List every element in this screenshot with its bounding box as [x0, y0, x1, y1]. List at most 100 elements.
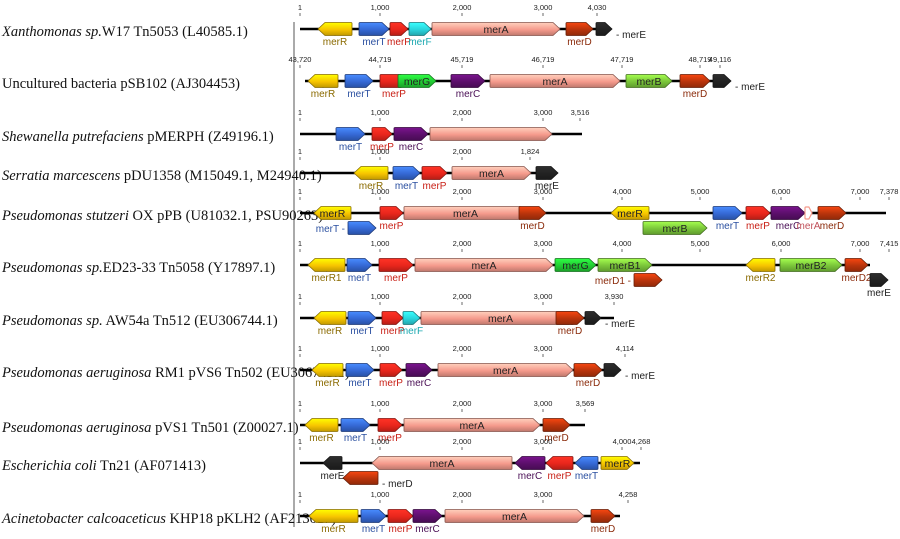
row-label-part: pDU1358 (M15049.1, M24940.1) [120, 168, 322, 184]
row-label-part: Shewanella putrefaciens [2, 129, 144, 145]
ruler-start-label: 1 [298, 3, 302, 12]
gene-label-merr: merR [617, 208, 643, 220]
gene-arrow-mere [584, 311, 602, 325]
gene-arrow-mera [429, 127, 553, 141]
gene-arrow-merd [342, 471, 379, 485]
gene-label-merr: merR [309, 433, 333, 444]
gene-arrow-merp [545, 456, 574, 470]
ruler-tick-label: 2,000 [453, 344, 472, 353]
ruler-tick-label: 3,000 [534, 3, 553, 12]
gene-label-mert: merT [348, 273, 371, 284]
gene-arrow-merp [379, 363, 403, 377]
operon-row: Shewanella putrefaciens pMERPH (Z49196.1… [2, 108, 589, 153]
gene-arrow-mert [712, 206, 743, 220]
gene-arrow-merf [402, 311, 421, 325]
gene-label-mera: merA [453, 208, 478, 220]
gene-arrow-merb [625, 74, 673, 88]
gene-label-merp: merP [382, 89, 406, 100]
gene-label-mera: merA [493, 365, 518, 377]
gene-label-merd: merD [544, 433, 568, 444]
gene-arrow-merp [371, 127, 393, 141]
row-label-part: AW54a Tn512 (EU306744.1) [103, 313, 278, 329]
ruler-tick-label: 2,000 [453, 490, 472, 499]
row-label-part: OX pPB (U81032.1, PSU90263) [129, 208, 323, 224]
gene-label-merp: merP [370, 142, 394, 153]
ruler-tick-label: 5,000 [691, 187, 710, 196]
operon-row: Pseudomonas sp. AW54a Tn512 (EU306744.1)… [1, 292, 635, 337]
gene-label-merr: merR [320, 208, 346, 220]
gene-arrow-mert [392, 166, 421, 180]
ruler-tick-label: 4,000 [613, 187, 632, 196]
gene-arrow-merp [387, 509, 414, 523]
gene-arrow-merp [379, 206, 404, 220]
gene-arrow-merc [393, 127, 429, 141]
gene-label-mere: merE [535, 181, 559, 192]
ruler-end-label: 3,930 [605, 292, 624, 301]
gene-label-mera: merA [542, 76, 567, 88]
gene-label-merc: merC [415, 524, 439, 535]
gene-arrow-merg [397, 74, 437, 88]
gene-arrow-mera [371, 456, 513, 470]
ruler-tick-label: 1,000 [371, 344, 390, 353]
ruler-end-label: 4,268 [632, 437, 651, 446]
row-label-part: Acinetobacter calcoaceticus [1, 511, 166, 527]
gene-label-merc: merC [456, 89, 480, 100]
gene-arrow-merp [389, 22, 409, 36]
ruler-start-label: 1 [298, 490, 302, 499]
gene-arrow-mert [335, 127, 366, 141]
row-label-part: Pseudomonas sp. [1, 260, 103, 276]
row-label-part: Escherichia coli [1, 458, 97, 474]
ruler-start-label: 1 [298, 239, 302, 248]
gene-label-merd: merD [591, 524, 615, 535]
row-label-part: pVS1 Tn501 (Z00027.1) [151, 420, 298, 436]
gene-arrow-mera [444, 509, 585, 523]
ruler-tick-label: 45,719 [451, 55, 474, 64]
gene-arrow-mert [574, 456, 599, 470]
gene-label-merr: merR [321, 524, 345, 535]
gene-label-mera: merA [488, 313, 513, 325]
gene-label-mere: - merE [735, 82, 765, 93]
ruler-tick-label: 1,000 [371, 437, 390, 446]
gene-arrow-mert [340, 418, 371, 432]
gene-label-mera: merA [502, 511, 527, 523]
gene-label-merg: merG [404, 76, 430, 88]
ruler-tick-label: 7,000 [851, 187, 870, 196]
ruler-tick-label: 3,000 [534, 344, 553, 353]
ruler-tick-label: 7,000 [851, 239, 870, 248]
gene-label-merb1: merB1 [610, 260, 641, 272]
gene-arrow-merr [304, 418, 339, 432]
ruler-tick-label: 2,000 [453, 292, 472, 301]
ruler-end-label: 4,030 [588, 3, 607, 12]
row-label-part: Pseudomonas sp. [1, 313, 103, 329]
gene-label-mert: merT [575, 471, 598, 482]
gene-arrow-merc [450, 74, 486, 88]
ruler-tick-label: 1,000 [371, 292, 390, 301]
gene-label-mere: merE [321, 471, 345, 482]
gene-arrow-merb2 [779, 258, 843, 272]
gene-arrow-merr [353, 166, 389, 180]
row-label: Escherichia coli Tn21 (AF071413) [1, 458, 206, 474]
ruler-tick-label: 3,000 [534, 239, 553, 248]
operon-row: Pseudomonas sp.ED23-33 Tn5058 (Y17897.1)… [1, 239, 898, 299]
gene-label-mere: merE [867, 288, 891, 299]
ruler-tick-label: 4,000 [613, 239, 632, 248]
row-label-part: pMERPH (Z49196.1) [144, 129, 274, 145]
gene-arrow-merr1 [307, 258, 346, 272]
gene-arrow-mert [347, 221, 377, 235]
gene-arrow-merr [307, 74, 339, 88]
gene-arrow-mera [804, 206, 813, 220]
ruler-tick-label: 1,000 [371, 147, 390, 156]
gene-label-merb2: merB2 [796, 260, 827, 272]
ruler-tick-label: 2,000 [453, 437, 472, 446]
ruler-tick-label: 3,000 [534, 292, 553, 301]
ruler-start-label: 1 [298, 399, 302, 408]
gene-label-merd: merD [820, 221, 844, 232]
gene-label-merp: merP [746, 221, 770, 232]
gene-label-merp: merP [378, 433, 402, 444]
gene-arrow-merd [817, 206, 847, 220]
row-label: Uncultured bacteria pSB102 (AJ304453) [2, 76, 240, 92]
ruler-tick-label: 6,000 [772, 239, 791, 248]
ruler-start-label: 1 [298, 292, 302, 301]
gene-label-mera: merA [459, 420, 484, 432]
gene-arrow-merd [518, 206, 547, 220]
